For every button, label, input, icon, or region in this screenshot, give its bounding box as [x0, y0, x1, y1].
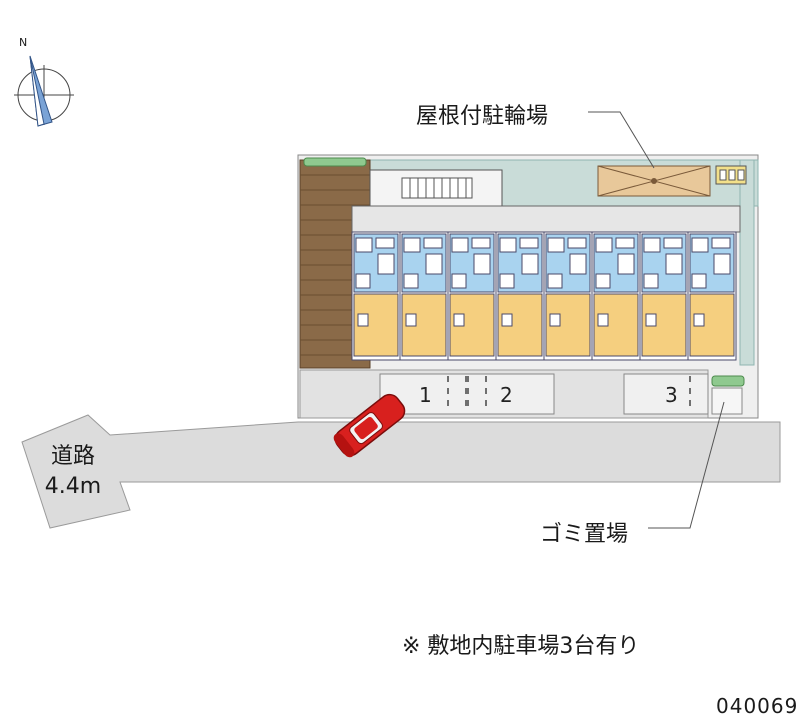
bicycle-parking-label: 屋根付駐輪場	[416, 104, 549, 129]
road-width-label: 4.4m	[44, 474, 102, 499]
parking-space-3: 3	[665, 383, 678, 407]
corridor	[351, 205, 741, 233]
car-icon	[333, 393, 406, 458]
road-name-label: 道路	[50, 444, 95, 469]
leader-lines	[588, 111, 725, 529]
apartment-building	[351, 231, 737, 361]
compass-icon	[14, 55, 74, 127]
road	[21, 414, 781, 529]
bicycle-parking	[597, 165, 747, 197]
parking-space-1: 1	[419, 383, 432, 407]
parking-note: ※ 敷地内駐車場3台有り	[402, 634, 640, 659]
parking-space-2: 2	[500, 383, 513, 407]
trash-area	[711, 375, 745, 415]
trash-area-label: ゴミ置場	[540, 522, 629, 547]
compass-north-label: N	[19, 36, 28, 49]
stairs	[369, 169, 503, 207]
property-code: 040069	[716, 694, 799, 718]
